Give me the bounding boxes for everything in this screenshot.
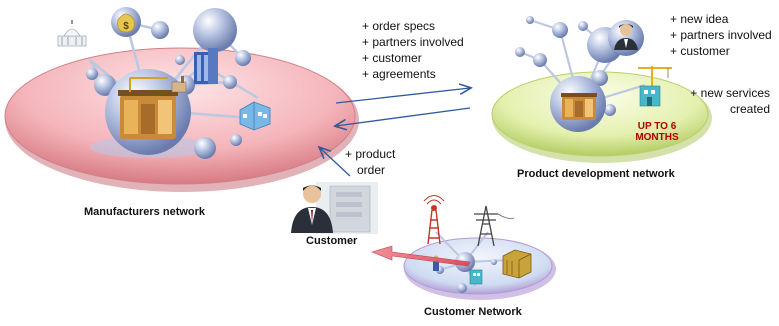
factory-icon [118,77,178,139]
flow-item: order [357,163,386,177]
flow-item: + customer [362,51,422,65]
flow-to-product-dev: + order specs + partners involved + cust… [362,18,464,82]
network-node [223,75,237,89]
manufacturers-network-label: Manufacturers network [84,206,206,218]
money-bag-icon: $ [111,7,141,37]
product-dev-network-label: Product development network [517,168,675,180]
crane-icon [638,66,672,107]
flow-item: + order specs [362,19,436,33]
flow-item: + partners involved [362,35,464,49]
worker-icon [469,269,483,285]
product-dev-inputs: + new idea + partners involved + custome… [670,11,772,59]
customer-figure [291,182,378,234]
office-tower-icon [194,48,218,84]
product-dev-outputs: + new services created [690,85,770,117]
radio-tower-icon [423,195,445,245]
network-node [578,21,588,31]
factory-icon [171,76,187,93]
customer-network-label: Customer Network [424,306,522,318]
container-icon [502,249,532,279]
network-node [175,55,185,65]
warehouse-icon [239,101,271,131]
flow-item: + new services [690,86,770,100]
network-node [235,50,251,66]
power-pylon-icon [474,205,515,247]
network-node [533,53,547,67]
businessman-icon [608,20,644,56]
factory-icon [561,93,597,120]
network-node [457,283,467,293]
flow-item: + new idea [670,12,729,26]
network-node [491,259,497,265]
network-node [604,104,616,116]
duration-line: MONTHS [635,132,679,143]
capitol-building-icon [57,20,87,47]
network-node [515,47,525,57]
flow-item: created [729,102,770,116]
network-node [193,8,237,52]
arrow-customer-network-to-customer [371,245,471,267]
network-node [194,137,216,159]
flow-item: + product [345,147,396,161]
network-node [526,16,534,24]
manufacturers-network: $ [4,7,359,192]
duration-label: UP TO 6 MONTHS [626,121,688,143]
network-node [94,74,116,96]
network-node [552,22,568,38]
arrow-to-product-dev [335,88,470,104]
arrow-to-manufacturers [336,107,471,126]
arrow-customer-to-manufacturers [320,148,351,177]
customer-order-flow: + product order [345,146,395,178]
product-development-network [491,16,712,163]
network-node [230,134,242,146]
businessman-icon [291,185,333,233]
network-node [592,70,608,86]
customer-network [403,195,556,300]
network-node [151,21,169,39]
network-node [86,68,98,80]
flow-arrows [320,88,471,267]
flow-item: + partners involved [670,28,772,42]
flow-item: + customer [670,44,730,58]
svg-text:$: $ [123,21,129,32]
flow-item: + agreements [362,67,436,81]
customer-label: Customer [306,235,358,247]
duration-line: UP TO 6 [637,121,677,132]
